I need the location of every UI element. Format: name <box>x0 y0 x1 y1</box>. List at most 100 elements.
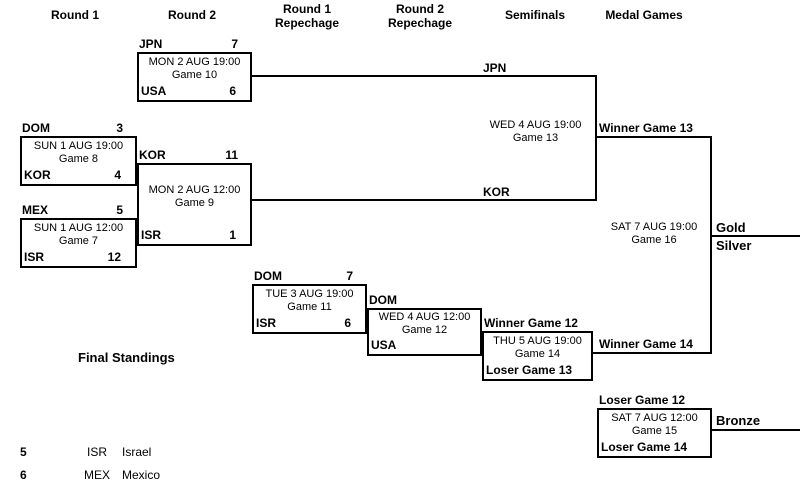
game-number: Game 11 <box>287 301 332 313</box>
game-number: Game 16 <box>631 234 677 246</box>
match-top-team-row: KOR 11 <box>137 148 252 165</box>
bronze-label: Bronze <box>716 413 761 428</box>
match-info-box: TUE 3 AUG 19:00 Game 11 ISR 6 <box>252 286 367 334</box>
gold-label: Gold <box>716 220 746 235</box>
game-schedule: SUN 1 AUG 12:00 <box>33 222 124 234</box>
team-name: USA <box>141 84 167 98</box>
bracket-line-gold-out <box>712 235 800 237</box>
game-info: TUE 3 AUG 19:00 Game 11 <box>254 286 365 316</box>
game-number: Game 7 <box>58 235 99 247</box>
team-score: 6 <box>344 316 351 330</box>
game-info: SUN 1 AUG 19:00 Game 8 <box>22 138 135 168</box>
match-bottom-team-row: Loser Game 13 <box>484 364 591 378</box>
team-name: JPN <box>139 37 163 51</box>
column-header-round-1-repechage: Round 1 Repechage <box>274 2 340 30</box>
game-info: WED 4 AUG 12:00 Game 12 <box>369 310 480 338</box>
team-score: 3 <box>116 121 123 135</box>
match-game-9: KOR 11 MON 2 AUG 12:00 Game 9 ISR 1 <box>137 148 252 246</box>
match-info-box: MON 2 AUG 12:00 Game 9 ISR 1 <box>137 165 252 246</box>
team-name: USA <box>371 338 397 352</box>
semifinal-team-bottom-label: KOR <box>483 185 510 199</box>
game-info: SAT 7 AUG 12:00 Game 15 <box>599 410 710 440</box>
bracket-line-final-vertical <box>710 136 712 354</box>
match-top-team-row: MEX 5 <box>20 203 137 220</box>
bracket-line-bronze-out <box>712 429 800 431</box>
game-info: SUN 1 AUG 12:00 Game 7 <box>22 220 135 250</box>
standing-country: Israel <box>122 445 152 459</box>
match-bottom-team-row: ISR 1 <box>139 229 250 243</box>
team-score: 12 <box>107 250 121 264</box>
match-info-box: MON 2 AUG 19:00 Game 10 USA 6 <box>137 54 252 102</box>
column-header-round-2: Round 2 <box>168 8 216 22</box>
bracket-line-semifinal-bottom <box>252 199 595 201</box>
team-score: 6 <box>229 84 236 98</box>
game-schedule: WED 4 AUG 19:00 <box>489 119 582 131</box>
team-name: DOM <box>369 293 397 307</box>
semifinal-team-top-label: JPN <box>483 61 507 75</box>
team-score: 7 <box>346 269 353 283</box>
game-number: Game 10 <box>171 69 218 81</box>
team-name: ISR <box>24 250 45 264</box>
game-info: THU 5 AUG 19:00 Game 14 <box>484 333 591 363</box>
game-schedule: SAT 7 AUG 19:00 <box>610 221 698 233</box>
team-name: DOM <box>254 269 282 283</box>
team-name: MEX <box>22 203 49 217</box>
winner-game-14-label: Winner Game 14 <box>599 337 693 351</box>
match-game-8: DOM 3 SUN 1 AUG 19:00 Game 8 KOR 4 <box>20 121 137 186</box>
game-schedule: THU 5 AUG 19:00 <box>493 335 582 347</box>
team-name: ISR <box>256 316 277 330</box>
match-bottom-team-row: Loser Game 14 <box>599 441 710 455</box>
final-standings-title: Final Standings <box>78 350 175 365</box>
game-number: Game 12 <box>401 324 448 336</box>
match-bottom-team-row: ISR 12 <box>22 251 135 265</box>
match-game-10: JPN 7 MON 2 AUG 19:00 Game 10 USA 6 <box>137 37 252 102</box>
game-number: Game 13 <box>512 132 559 144</box>
bracket-line-semifinal-top <box>252 75 595 77</box>
match-top-team-row: JPN 7 <box>137 37 252 54</box>
game-schedule: MON 2 AUG 12:00 <box>148 183 241 196</box>
match-top-team-row: DOM 3 <box>20 121 137 138</box>
team-name: KOR <box>139 148 166 162</box>
match-bottom-team-row: USA <box>369 339 480 353</box>
team-score: 7 <box>231 37 238 51</box>
game-16-info: SAT 7 AUG 19:00 Game 16 <box>600 221 708 247</box>
match-info-box: SAT 7 AUG 12:00 Game 15 Loser Game 14 <box>597 410 712 458</box>
match-bottom-team-row: ISR 6 <box>254 317 365 331</box>
silver-label: Silver <box>716 238 752 253</box>
team-score: 4 <box>114 168 121 182</box>
match-info-box: SUN 1 AUG 19:00 Game 8 KOR 4 <box>20 138 137 186</box>
team-name: Loser Game 14 <box>601 440 688 454</box>
game-info: MON 2 AUG 19:00 Game 10 <box>139 54 250 84</box>
match-top-team-row: Loser Game 12 <box>597 393 712 410</box>
bracket-line-semifinal-out <box>597 136 710 138</box>
match-game-14: Winner Game 12 THU 5 AUG 19:00 Game 14 L… <box>482 316 593 381</box>
team-name: Loser Game 12 <box>599 393 686 407</box>
game-schedule: TUE 3 AUG 19:00 <box>265 288 354 300</box>
match-info-box: SUN 1 AUG 12:00 Game 7 ISR 12 <box>20 220 137 268</box>
game-number: Game 8 <box>58 153 99 165</box>
game-schedule: WED 4 AUG 12:00 <box>378 311 471 323</box>
team-name: Winner Game 12 <box>484 316 578 330</box>
bracket-line-winner-game-14 <box>593 352 710 354</box>
game-schedule: SAT 7 AUG 12:00 <box>611 412 698 424</box>
match-game-12: DOM WED 4 AUG 12:00 Game 12 USA <box>367 293 482 356</box>
match-top-team-row: DOM <box>367 293 482 310</box>
column-header-round-1: Round 1 <box>51 8 99 22</box>
column-header-medal-games: Medal Games <box>605 8 683 22</box>
standing-rank: 6 <box>20 468 27 482</box>
match-game-15: Loser Game 12 SAT 7 AUG 12:00 Game 15 Lo… <box>597 393 712 458</box>
standing-code: ISR <box>87 445 108 459</box>
standing-rank: 5 <box>20 445 27 459</box>
match-top-team-row: Winner Game 12 <box>482 316 593 333</box>
game-number: Game 14 <box>514 348 561 360</box>
standing-code: MEX <box>84 468 111 482</box>
team-score: 5 <box>116 203 123 217</box>
match-info-box: THU 5 AUG 19:00 Game 14 Loser Game 13 <box>482 333 593 381</box>
team-name: ISR <box>141 228 162 242</box>
team-score: 11 <box>225 148 238 162</box>
match-bottom-team-row: KOR 4 <box>22 169 135 183</box>
winner-game-13-label: Winner Game 13 <box>599 121 693 135</box>
team-name: DOM <box>22 121 50 135</box>
game-number: Game 15 <box>631 425 678 437</box>
